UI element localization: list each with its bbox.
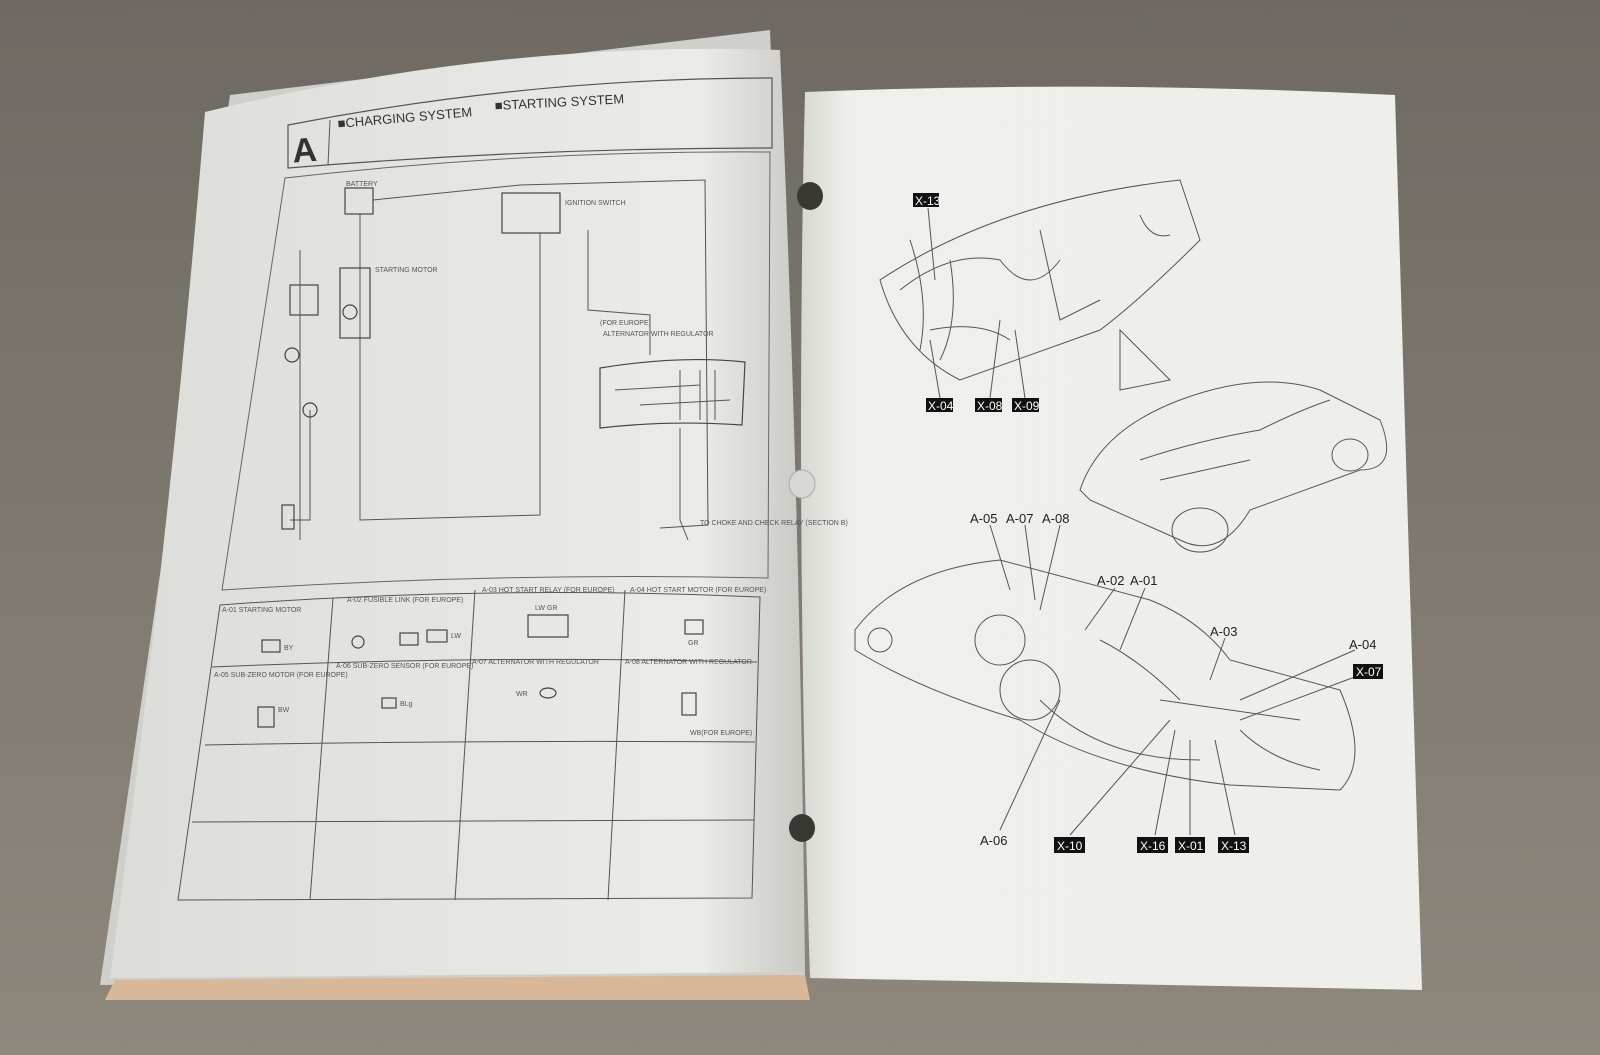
ignition-label: IGNITION SWITCH (565, 200, 626, 207)
label-a02: A-02 (1097, 573, 1124, 588)
x-label-tag: X-13 (1218, 837, 1249, 853)
label-a08: A-08 (1042, 511, 1069, 526)
choke-label: TO CHOKE AND CHECK RELAY (SECTION B) (700, 520, 848, 527)
connector-label-a04: A-04 HOT START MOTOR (FOR EUROPE) (630, 587, 766, 594)
wiring-diagram: BATTERY IGNITION SWITCH STARTING MOTOR A… (221, 151, 848, 591)
alternator-symbol (599, 358, 746, 429)
pin-label: WR (516, 691, 528, 698)
right-page (801, 86, 1422, 990)
left-page (110, 48, 805, 978)
label-x07: X-07 (1356, 665, 1382, 679)
pin-label: LW (451, 633, 461, 640)
pin-label: BW (278, 707, 290, 714)
alternator-label: ALTERNATOR WITH REGULATOR (603, 331, 714, 338)
label-x13b: X-13 (1221, 839, 1247, 853)
label-a01: A-01 (1130, 573, 1157, 588)
dashboard-illustration (879, 179, 1201, 391)
label-x04: X-04 (928, 399, 954, 413)
for-europe-label: (FOR EUROPE) (600, 320, 651, 327)
label-a06: A-06 (980, 833, 1007, 848)
battery-label: BATTERY (346, 181, 378, 188)
label-a03: A-03 (1210, 624, 1237, 639)
pin-label: GR (688, 640, 699, 647)
label-x16: X-16 (1140, 839, 1166, 853)
connector-label-a08: A-08 ALTERNATOR WITH REGULATOR (625, 659, 752, 666)
x-label-tag: X-13 (913, 193, 941, 208)
connector-label-a06: A-06 SUB-ZERO SENSOR (FOR EUROPE) (336, 663, 473, 670)
connector-label-a05: A-05 SUB-ZERO MOTOR (FOR EUROPE) (214, 672, 348, 679)
label-x13: X-13 (915, 194, 941, 208)
label-a04: A-04 (1349, 637, 1376, 652)
title-starting: ■STARTING SYSTEM (494, 91, 624, 113)
x-label-tag: X-07 (1353, 664, 1383, 679)
binder-hole (789, 814, 815, 842)
label-x01: X-01 (1178, 839, 1204, 853)
label-a07: A-07 (1006, 511, 1033, 526)
connector-table (177, 589, 761, 901)
car-illustration (1079, 381, 1388, 553)
connector-label-a02: A-02 FUSIBLE LINK (FOR EUROPE) (347, 597, 463, 604)
x-label-tag: X-09 (1012, 398, 1040, 413)
battery-symbol (344, 187, 374, 215)
engine-bay-illustration (854, 207, 1361, 836)
starting-motor-symbol (339, 267, 371, 339)
label-a05: A-05 (970, 511, 997, 526)
section-letter: A (291, 131, 318, 171)
pin-label: BLg (400, 701, 413, 708)
x-label-tag: X-04 (926, 398, 954, 413)
pin-label: WB(FOR EUROPE) (690, 730, 752, 737)
ignition-switch-symbol (501, 192, 561, 234)
binder-hole (797, 182, 823, 210)
x-label-tag: X-16 (1137, 837, 1168, 853)
x-label-tag: X-01 (1175, 837, 1205, 853)
x-label-tag: X-10 (1054, 837, 1085, 853)
binder-hole (788, 469, 816, 499)
pin-label: BY (284, 645, 294, 652)
label-x08: X-08 (977, 399, 1003, 413)
page-edge (105, 975, 810, 1000)
connector-label-a03: A-03 HOT START RELAY (FOR EUROPE) (482, 587, 615, 594)
connector-label-a01: A-01 STARTING MOTOR (222, 607, 301, 614)
label-x09: X-09 (1014, 399, 1040, 413)
label-x10: X-10 (1057, 839, 1083, 853)
x-label-tag: X-08 (975, 398, 1003, 413)
connector-label-a07: A-07 ALTERNATOR WITH REGULATOR (472, 659, 599, 666)
pin-label: LW GR (535, 605, 557, 612)
starting-motor-label: STARTING MOTOR (375, 267, 438, 274)
